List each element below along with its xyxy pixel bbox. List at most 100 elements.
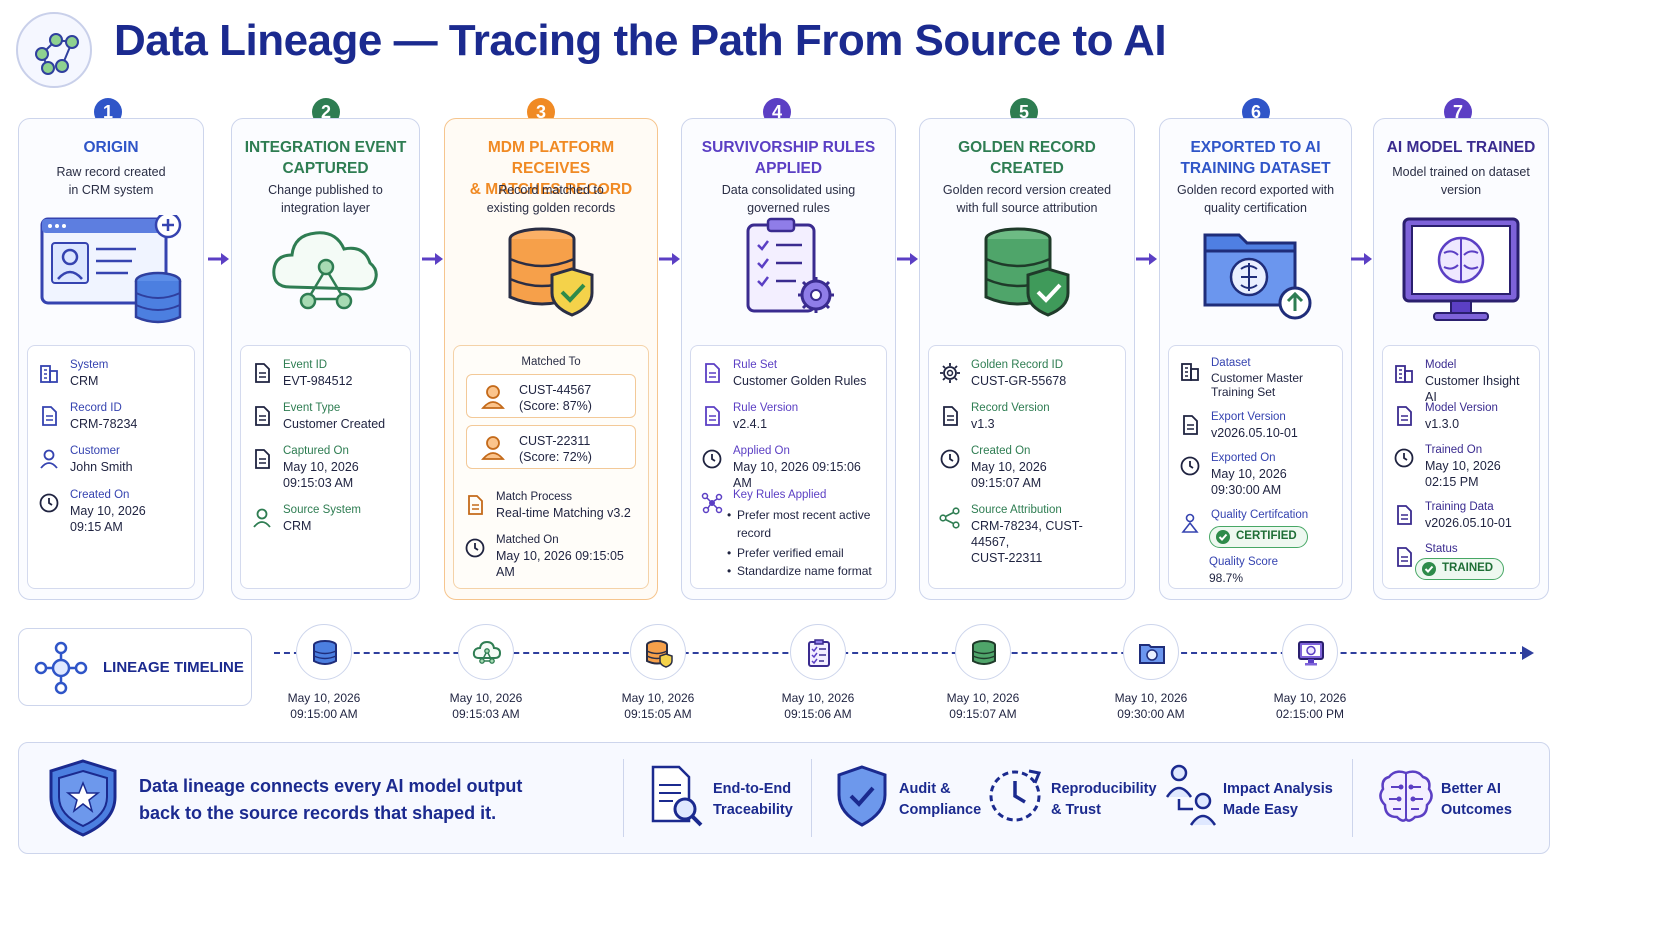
- cloud-icon: [472, 640, 502, 664]
- field-value: Customer Master Training Set: [1211, 371, 1304, 399]
- field-label: Rule Version: [733, 402, 799, 414]
- event-time: 09:15:00 AM: [290, 707, 358, 721]
- document-icon: [42, 406, 57, 426]
- field-value: EVT-984512: [283, 374, 353, 388]
- field-value: May 10, 2026 09:15:06 AM: [733, 460, 861, 490]
- check-icon: [1216, 530, 1230, 544]
- field-label: System: [70, 359, 109, 371]
- timeline-node: [296, 624, 352, 680]
- flow-arrow-icon: [897, 253, 918, 265]
- timeline-node: [1282, 624, 1338, 680]
- field-value: v1.3.0: [1425, 417, 1460, 431]
- event-date: May 10, 2026: [621, 691, 695, 705]
- step-card-origin: ORIGIN Raw record created in CRM system …: [18, 118, 204, 600]
- field-label: Created On: [971, 445, 1031, 457]
- match-candidate-text: CUST-44567 (Score: 87%): [519, 383, 592, 413]
- timeline-date: May 10, 2026 09:15:03 AM: [426, 690, 546, 722]
- cloud-integration-icon: [232, 215, 419, 335]
- database-shield-icon: [646, 640, 673, 668]
- field-value: Customer Created: [283, 417, 386, 431]
- clock-icon: [1180, 456, 1200, 476]
- step-subtitle: Model trained on dataset version: [1392, 165, 1530, 197]
- field-label: Record ID: [70, 402, 122, 414]
- certified-badge: CERTIFIED: [1209, 526, 1308, 548]
- step-card-survivorship: SURVIVORSHIP RULES APPLIED Data consolid…: [681, 118, 896, 600]
- building-icon: [1181, 363, 1199, 381]
- lineage-timeline-label-box: LINEAGE TIMELINE: [18, 628, 252, 706]
- document-icon: [468, 495, 483, 515]
- flow-arrow-icon: [208, 253, 229, 265]
- document-icon: [1397, 505, 1412, 525]
- step-title: INTEGRATION EVENT CAPTURED: [244, 139, 407, 177]
- event-date: May 10, 2026: [287, 691, 361, 705]
- clock-icon: [1394, 448, 1414, 468]
- user-icon: [253, 508, 271, 528]
- feature-impact-analysis: Impact Analysis Made Easy: [1163, 761, 1343, 837]
- field-label: Matched On: [496, 534, 559, 546]
- trained-badge: TRAINED: [1415, 558, 1505, 580]
- feature-label: Better AI Outcomes: [1441, 781, 1512, 818]
- quality-score-label: Quality Score: [1209, 556, 1279, 568]
- field-value: May 10, 2026 09:15:05 AM: [496, 549, 624, 579]
- monitor-brain-icon: [1374, 215, 1548, 335]
- field-value: May 10, 2026 09:15 AM: [70, 504, 146, 534]
- step-details: Dataset Customer Master Training Set Exp…: [1168, 345, 1343, 589]
- timeline-line: [274, 652, 1526, 654]
- banner-message: Data lineage connects every AI model out…: [139, 776, 523, 823]
- user-icon: [40, 449, 58, 469]
- match-candidate: CUST-44567 (Score: 87%): [466, 374, 636, 418]
- field-label: Created On: [70, 489, 130, 501]
- feature-label: Reproducibility & Trust: [1051, 781, 1157, 818]
- document-icon: [705, 406, 720, 426]
- field-label: Status: [1425, 543, 1458, 555]
- timeline-node: [630, 624, 686, 680]
- step-card-export: EXPORTED TO AI TRAINING DATASET Golden r…: [1159, 118, 1352, 600]
- field-label: Golden Record ID: [971, 359, 1064, 371]
- matched-to-label: Matched To: [521, 356, 581, 368]
- field-label: Export Version: [1211, 411, 1286, 423]
- key-rule-item: Prefer most recent active record: [727, 506, 887, 542]
- flow-arrow-icon: [659, 253, 680, 265]
- field-label: Captured On: [283, 445, 349, 457]
- divider: [623, 759, 624, 837]
- step-subtitle: Change published to integration layer: [268, 183, 383, 215]
- logo: [16, 12, 92, 88]
- field-label: Event ID: [283, 359, 328, 371]
- check-icon: [1422, 562, 1436, 576]
- field-label: Key Rules Applied: [733, 489, 827, 501]
- step-title: EXPORTED TO AI TRAINING DATASET: [1180, 139, 1331, 177]
- field-value: Real-time Matching v3.2: [496, 506, 631, 520]
- step-title: SURVIVORSHIP RULES APPLIED: [701, 139, 876, 177]
- event-date: May 10, 2026: [449, 691, 523, 705]
- field-label: Customer: [70, 445, 120, 457]
- people-link-icon: [1165, 764, 1217, 826]
- feature-traceability: End-to-End Traceability: [649, 761, 819, 837]
- field-label: Model Version: [1425, 402, 1498, 414]
- step-subtitle: Raw record created in CRM system: [56, 165, 166, 197]
- field-value: May 10, 2026 02:15 PM: [1425, 459, 1501, 489]
- document-search-icon: [651, 765, 703, 827]
- field-label: Quality Certifcation: [1211, 509, 1309, 521]
- lineage-network-icon: [35, 33, 79, 75]
- field-label: Match Process: [496, 491, 573, 503]
- feature-reproducibility: Reproducibility & Trust: [985, 761, 1157, 837]
- field-value: v2.4.1: [733, 417, 768, 431]
- event-time: 02:15:00 PM: [1275, 707, 1345, 721]
- flow-arrow-icon: [1136, 253, 1157, 265]
- shield-check-icon: [837, 765, 887, 827]
- field-label: Dataset: [1211, 357, 1251, 369]
- field-value: CRM-78234: [70, 417, 138, 431]
- event-time: 09:15:03 AM: [452, 707, 520, 721]
- step-details: Model Customer Ihsight AI Model Version …: [1382, 345, 1540, 589]
- step-card-model-trained: AI MODEL TRAINED Model trained on datase…: [1373, 118, 1549, 600]
- field-value: v1.3: [971, 417, 995, 431]
- feature-label: Impact Analysis Made Easy: [1223, 781, 1333, 818]
- field-label: Rule Set: [733, 359, 778, 371]
- lineage-hub-icon: [34, 641, 88, 695]
- field-value: Customer Golden Rules: [733, 374, 867, 388]
- field-label: Source Attribution: [971, 504, 1062, 516]
- step-title: GOLDEN RECORD CREATED: [958, 139, 1096, 177]
- share-icon: [939, 507, 960, 529]
- field-label: Source System: [283, 504, 361, 516]
